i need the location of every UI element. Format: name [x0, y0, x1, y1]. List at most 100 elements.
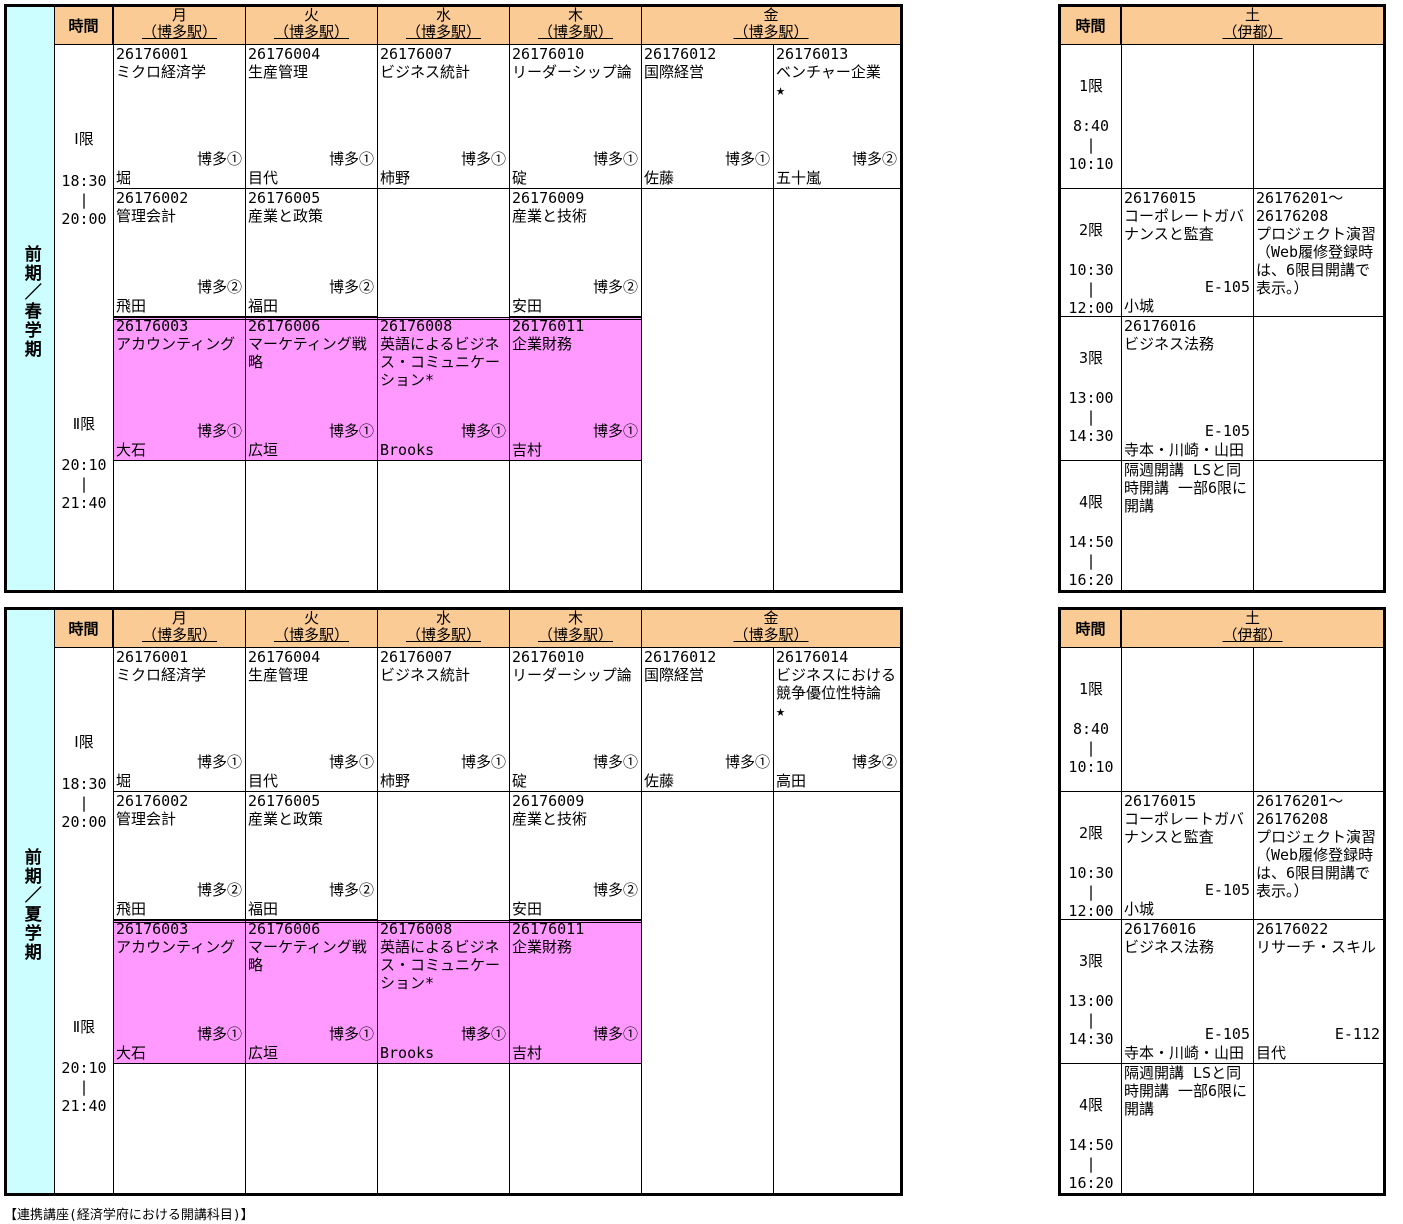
period-divider — [113, 317, 641, 320]
course-instructor: 寺本・川崎・山田 — [1124, 441, 1245, 459]
day-header: 水（博多駅） — [377, 610, 509, 648]
course-code: 26176015 — [1124, 189, 1197, 207]
period-time: 10:30 — [1068, 864, 1114, 882]
day-header: 金（博多駅） — [641, 7, 900, 45]
course-instructor: Brooks — [380, 1044, 435, 1062]
period-time: 21:40 — [61, 1097, 107, 1115]
day-name: 水 — [435, 6, 451, 24]
course-cell — [641, 920, 773, 1064]
course-code: 26176001 — [116, 648, 189, 666]
course-room: 博多① — [196, 150, 242, 168]
course-title: 産業と技術 — [512, 810, 588, 828]
period-divider — [113, 920, 641, 923]
course-code: 26176009 — [512, 792, 585, 810]
course-code: 26176013 — [776, 45, 849, 63]
course-cell — [1253, 1064, 1383, 1193]
course-room: 博多② — [592, 881, 638, 899]
course-cell — [773, 189, 900, 317]
course-code: 26176003 — [116, 920, 189, 938]
period-dash: | — [1086, 1011, 1096, 1029]
course-title: マーケティング戦略 — [248, 938, 367, 974]
course-title: 国際経営 — [644, 666, 705, 684]
period-time: 18:30 — [61, 172, 107, 190]
course-title: 生産管理 — [248, 666, 309, 684]
period-time: 10:10 — [1068, 758, 1114, 776]
course-cell — [773, 920, 900, 1064]
course-code: 26176014 — [776, 648, 849, 666]
period-label: Ⅱ限 — [72, 415, 96, 433]
course-room: 博多① — [460, 753, 506, 771]
course-instructor: 安田 — [512, 297, 543, 315]
course-code: 26176007 — [380, 648, 453, 666]
course-code: 26176008 — [380, 317, 453, 335]
day-location: （伊都） — [1222, 23, 1283, 41]
course-room: 博多② — [328, 278, 374, 296]
period-time: 16:20 — [1068, 571, 1114, 589]
course-code: 26176006 — [248, 317, 321, 335]
course-instructor: 福田 — [248, 900, 279, 918]
course-room: 博多① — [328, 753, 374, 771]
period-time: 14:50 — [1068, 1136, 1114, 1154]
course-room: 博多② — [851, 150, 897, 168]
course-title: コーポレートガバナンスと監査 — [1124, 207, 1245, 243]
course-title: アカウンティング — [116, 938, 236, 956]
course-instructor: 広垣 — [248, 441, 279, 459]
day-name: 金 — [763, 6, 779, 24]
course-cell — [1121, 45, 1253, 189]
course-room: 博多① — [328, 1025, 374, 1043]
day-location: （博多駅） — [273, 626, 349, 644]
course-instructor: 高田 — [776, 772, 807, 790]
period-dash: | — [1086, 408, 1096, 426]
day-header: 火（博多駅） — [245, 7, 377, 45]
course-cell — [1253, 45, 1383, 189]
course-room: 博多① — [724, 150, 770, 168]
term-label: 前期／夏学期 — [7, 610, 55, 1193]
course-instructor: 吉村 — [512, 1044, 543, 1062]
day-location: （博多駅） — [273, 23, 349, 41]
course-instructor: 目代 — [248, 772, 279, 790]
course-cell — [641, 792, 773, 920]
course-code: 26176003 — [116, 317, 189, 335]
course-cell: 隔週開講 LSと同時開講 一部6限に開講 — [1121, 1064, 1253, 1193]
course-code: 26176004 — [248, 45, 321, 63]
course-room: E-105 — [1204, 881, 1250, 899]
course-title: 管理会計 — [116, 810, 177, 828]
course-room: 博多② — [592, 278, 638, 296]
period-label: 4限 — [1078, 493, 1104, 511]
period-label: 3限 — [1078, 952, 1104, 970]
course-title: リーダーシップ論 — [512, 63, 632, 81]
period-time: 16:20 — [1068, 1174, 1114, 1192]
course-room: 博多① — [328, 150, 374, 168]
day-location: （博多駅） — [733, 626, 809, 644]
day-header: 木（博多駅） — [509, 610, 641, 648]
day-header: 金（博多駅） — [641, 610, 900, 648]
course-room: 博多① — [592, 1025, 638, 1043]
course-cell — [773, 317, 900, 461]
course-note: 隔週開講 LSと同時開講 一部6限に開講 — [1124, 461, 1248, 515]
footer-note: 【連携講座(経済学府における開講科目)】 — [4, 1208, 254, 1223]
course-room: E-105 — [1204, 422, 1250, 440]
course-room: 博多① — [592, 422, 638, 440]
course-code: 26176011 — [512, 317, 585, 335]
course-title: コーポレートガバナンスと監査 — [1124, 810, 1245, 846]
period-time: 20:00 — [61, 210, 107, 228]
period-dash: | — [79, 475, 89, 493]
course-code: 26176011 — [512, 920, 585, 938]
course-instructor: 広垣 — [248, 1044, 279, 1062]
course-code: 26176005 — [248, 189, 321, 207]
